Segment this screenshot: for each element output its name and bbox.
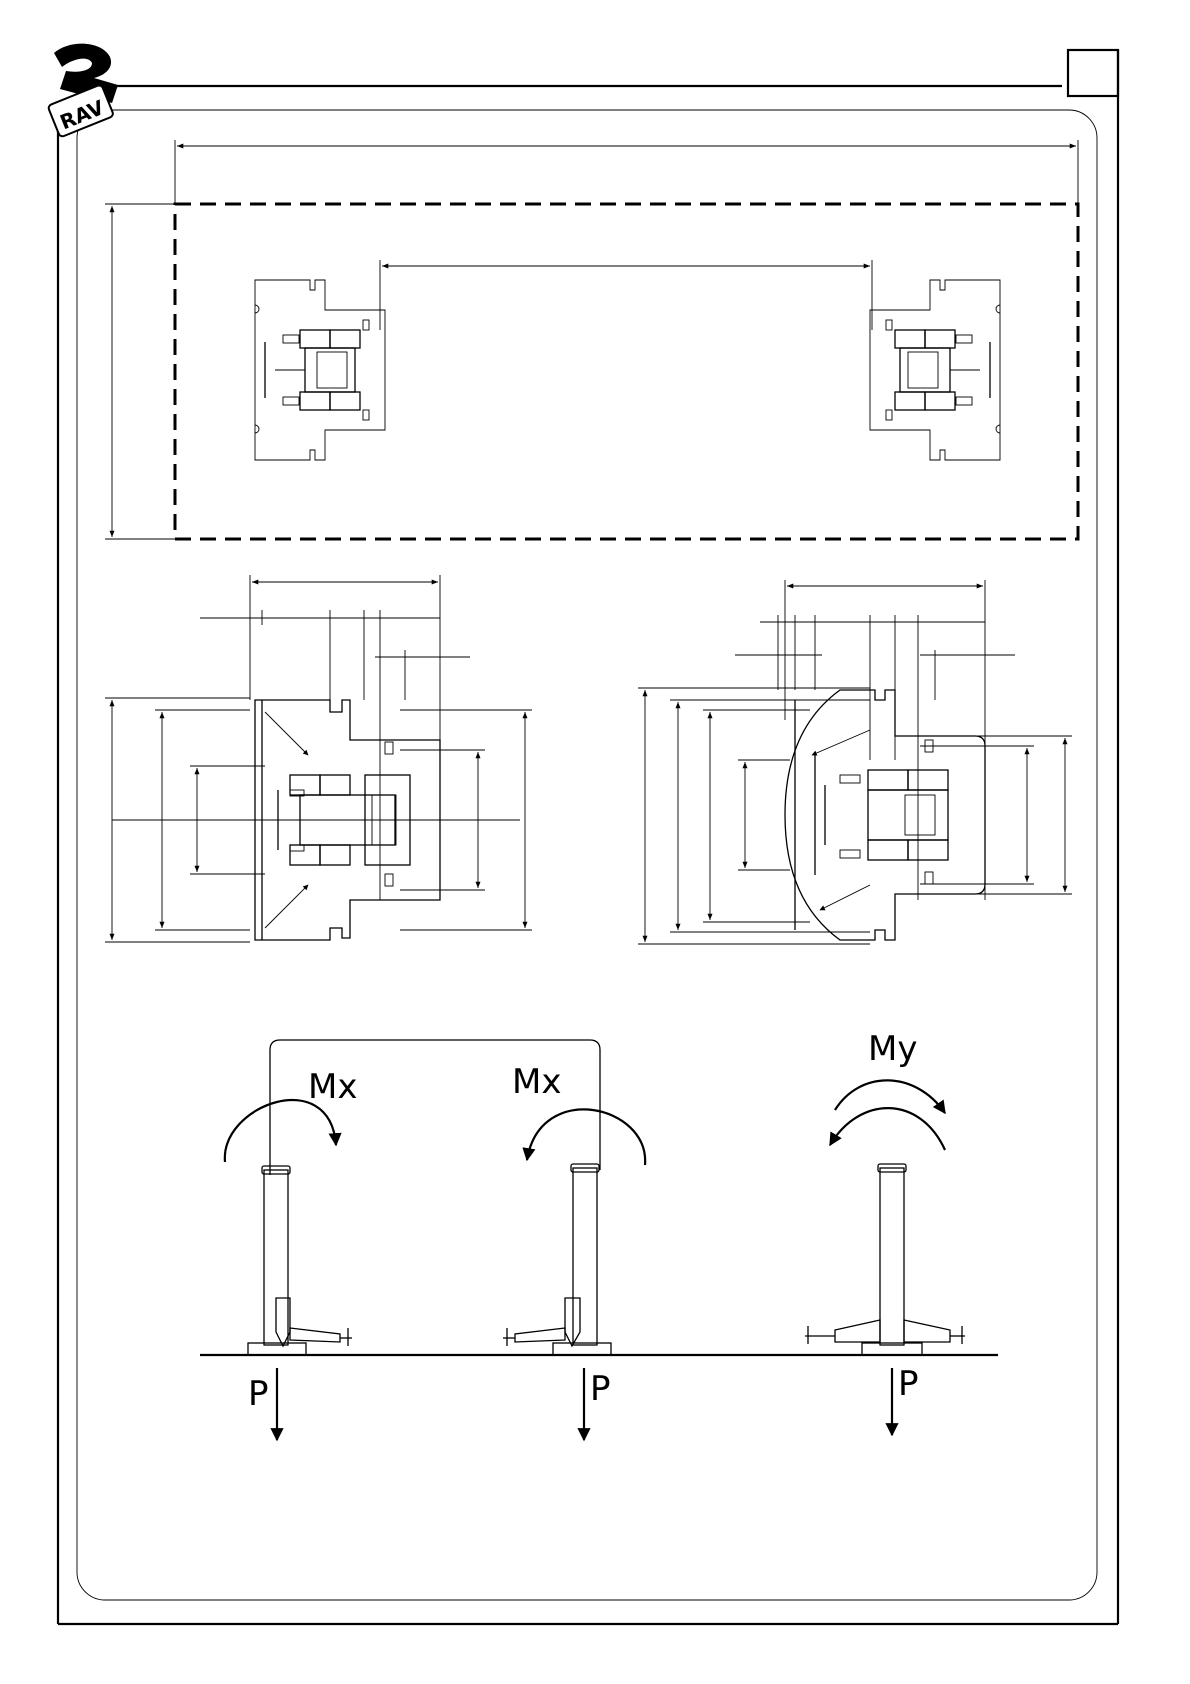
moment-y-label: My [868, 1029, 917, 1069]
detail-view-right [638, 580, 1072, 944]
plan-view-layout [105, 140, 1078, 539]
moment-x-right-label: Mx [512, 1062, 561, 1102]
left-column-base [255, 280, 385, 460]
right-column-base [870, 280, 1000, 460]
column-right [805, 1080, 965, 1355]
brand-logo: RAV [48, 44, 118, 138]
load-left-label: P [248, 1374, 269, 1414]
load-right-label: P [898, 1364, 919, 1404]
detail-view-left [105, 575, 532, 942]
floor-area-outline [175, 204, 1078, 539]
inner-frame [77, 110, 1097, 1600]
load-center-label: P [590, 1369, 611, 1409]
page-number-box [1068, 50, 1118, 96]
page-frame [58, 50, 1118, 1624]
moment-x-left-label: Mx [308, 1067, 357, 1107]
column-center [503, 1109, 645, 1355]
column-left [225, 1100, 352, 1355]
load-moment-diagram: Mx Mx My P P P [200, 1029, 998, 1440]
